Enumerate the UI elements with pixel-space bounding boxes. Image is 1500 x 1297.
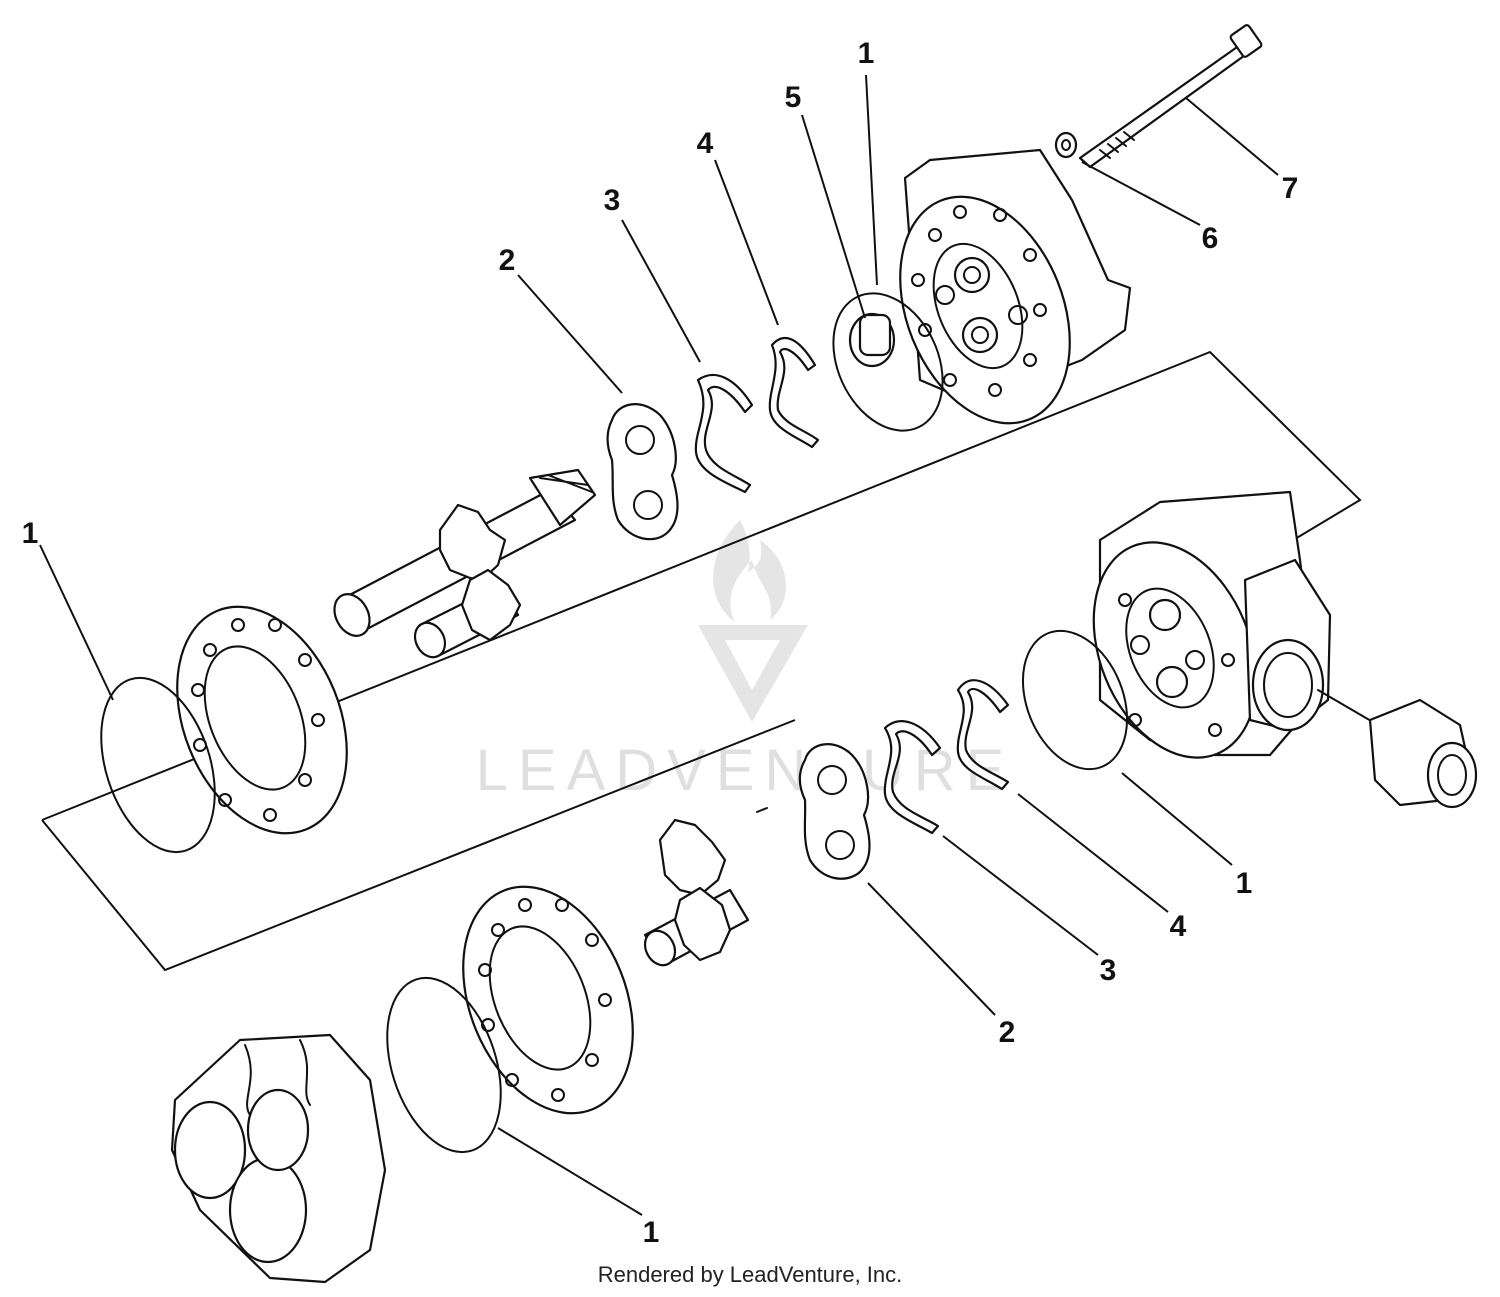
bushing [848,312,896,368]
upper-wear-plate-hole [633,490,663,520]
upper-wear-plate-hole [625,425,655,455]
callout-3-lower: 3 [1100,954,1117,987]
callout-5: 5 [785,81,802,114]
upper-seal-3 [694,374,754,494]
upper-gear-housing [176,605,348,835]
lower-wear-plate-hole [825,830,855,860]
hydraulic-fitting [1317,689,1478,809]
upper-wear-plate [606,403,679,541]
lower-o-ring [386,976,502,1154]
callout-4-lower: 4 [1170,910,1187,943]
lower-gear-housing [462,885,634,1115]
lower-seal-3 [883,720,942,835]
drive-shaft-gear [333,468,597,659]
upper-seal-4 [768,336,820,449]
watermark-logo: LEADVENTURE [476,520,1015,803]
callout-1-left: 1 [22,517,39,550]
washer [1054,131,1078,159]
callout-1-right: 1 [1236,867,1253,900]
callout-2-upper: 2 [499,244,516,277]
lower-seal-4 [956,679,1010,791]
bolt [1078,24,1263,169]
assembly-outline [41,350,1362,972]
lower-gear-set [643,818,750,967]
callout-4-upper: 4 [697,127,714,160]
callout-1-upper-o-ring: 1 [858,37,875,70]
rendered-by-footer: Rendered by LeadVenture, Inc. [597,1262,903,1287]
callout-6: 6 [1202,222,1219,255]
rear-cover-housing [899,148,1132,425]
key-pin [756,807,768,813]
callout-1-lower: 1 [643,1216,660,1249]
watermark-text: LEADVENTURE [476,738,1015,803]
callout-2-lower: 2 [999,1016,1016,1049]
callout-3-upper: 3 [604,184,621,217]
lower-wear-plate-hole [817,765,847,795]
right-o-ring [1021,629,1129,771]
leader-lines [39,74,1279,1216]
front-cover [170,1033,387,1284]
left-o-ring [100,676,216,854]
pump-body [1092,490,1332,759]
callout-7: 7 [1282,172,1299,205]
